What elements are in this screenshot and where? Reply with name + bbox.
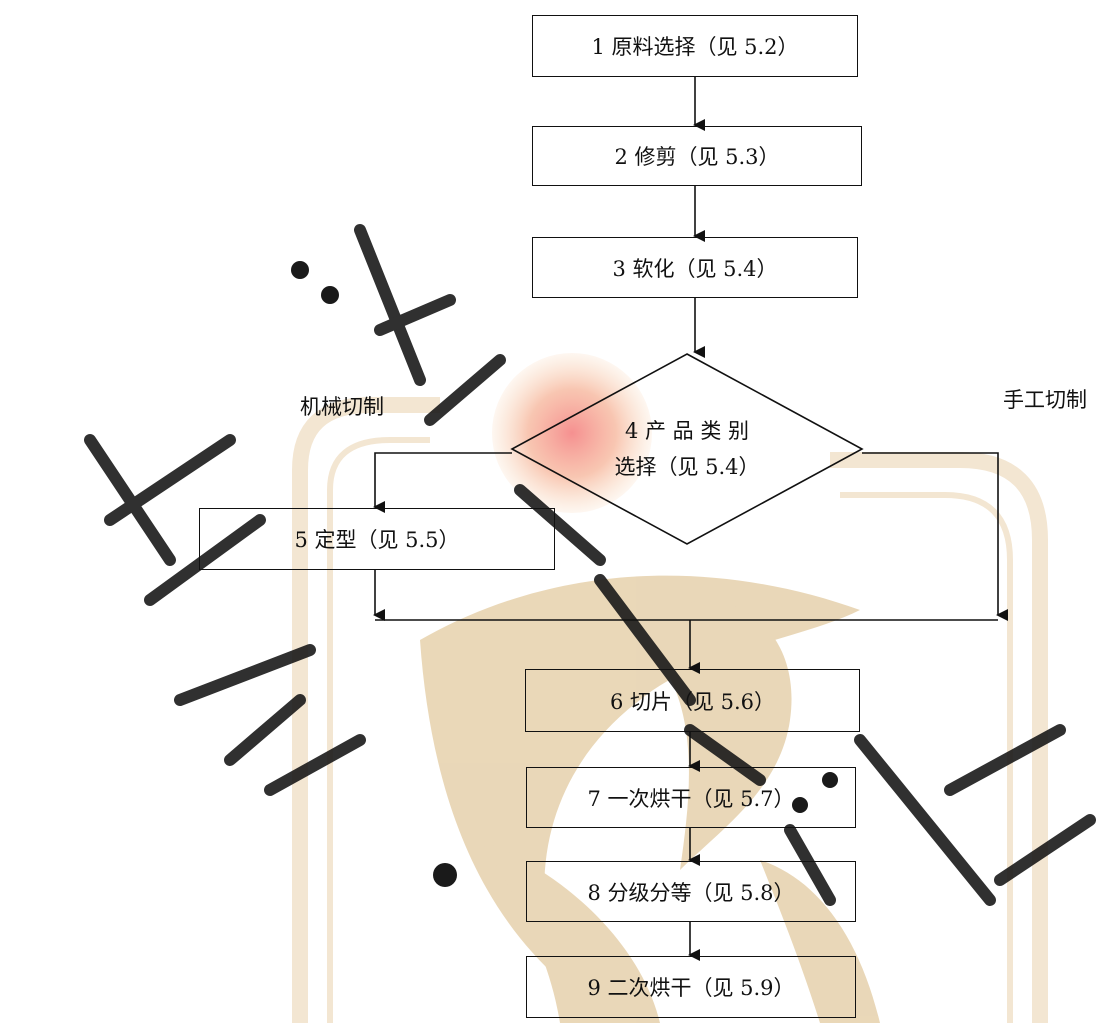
watermark-frame xyxy=(292,397,1048,1023)
step-8-label: 8 分级分等（见 5.8） xyxy=(587,880,795,905)
watermark-dots xyxy=(291,261,838,887)
step-6-label: 6 切片（见 5.6） xyxy=(609,689,776,714)
step-5-box: 5 定型（见 5.5） xyxy=(199,508,555,570)
step-4-label: 4 产 品 类 别 选择（见 5.4） xyxy=(562,413,812,485)
step-3-box: 3 软化（见 5.4） xyxy=(532,237,858,298)
step-9-label: 9 二次烘干（见 5.9） xyxy=(587,976,795,1000)
step-8-box: 8 分级分等（见 5.8） xyxy=(526,861,856,922)
branch-right-label: 手工切制 xyxy=(1003,388,1087,412)
step-6-box: 6 切片（见 5.6） xyxy=(525,669,860,732)
arrow-left-branch xyxy=(373,452,512,513)
step-9-box: 9 二次烘干（见 5.9） xyxy=(526,956,856,1018)
step-7-label: 7 一次烘干（见 5.7） xyxy=(587,786,795,811)
step-5-label: 5 定型（见 5.5） xyxy=(294,528,460,552)
step-3-label: 3 软化（见 5.4） xyxy=(612,256,778,281)
arrow-right-branch xyxy=(862,452,1008,621)
step-7-box: 7 一次烘干（见 5.7） xyxy=(526,767,856,828)
step-2-box: 2 修剪（见 5.3） xyxy=(532,126,862,186)
watermark-frame-inner xyxy=(327,437,1013,1023)
branch-left-label: 机械切制 xyxy=(300,395,384,419)
step-2-label: 2 修剪（见 5.3） xyxy=(614,145,780,169)
step-1-label: 1 原料选择（见 5.2） xyxy=(591,35,799,59)
watermark-text-strokes xyxy=(84,224,1096,906)
sun-circle xyxy=(492,353,652,513)
step-1-box: 1 原料选择（见 5.2） xyxy=(532,15,858,77)
decision-diamond xyxy=(510,353,864,545)
step-4-label-line1: 4 产 品 类 别 xyxy=(624,419,750,443)
step-4-label-line2: 选择（见 5.4） xyxy=(614,455,760,479)
